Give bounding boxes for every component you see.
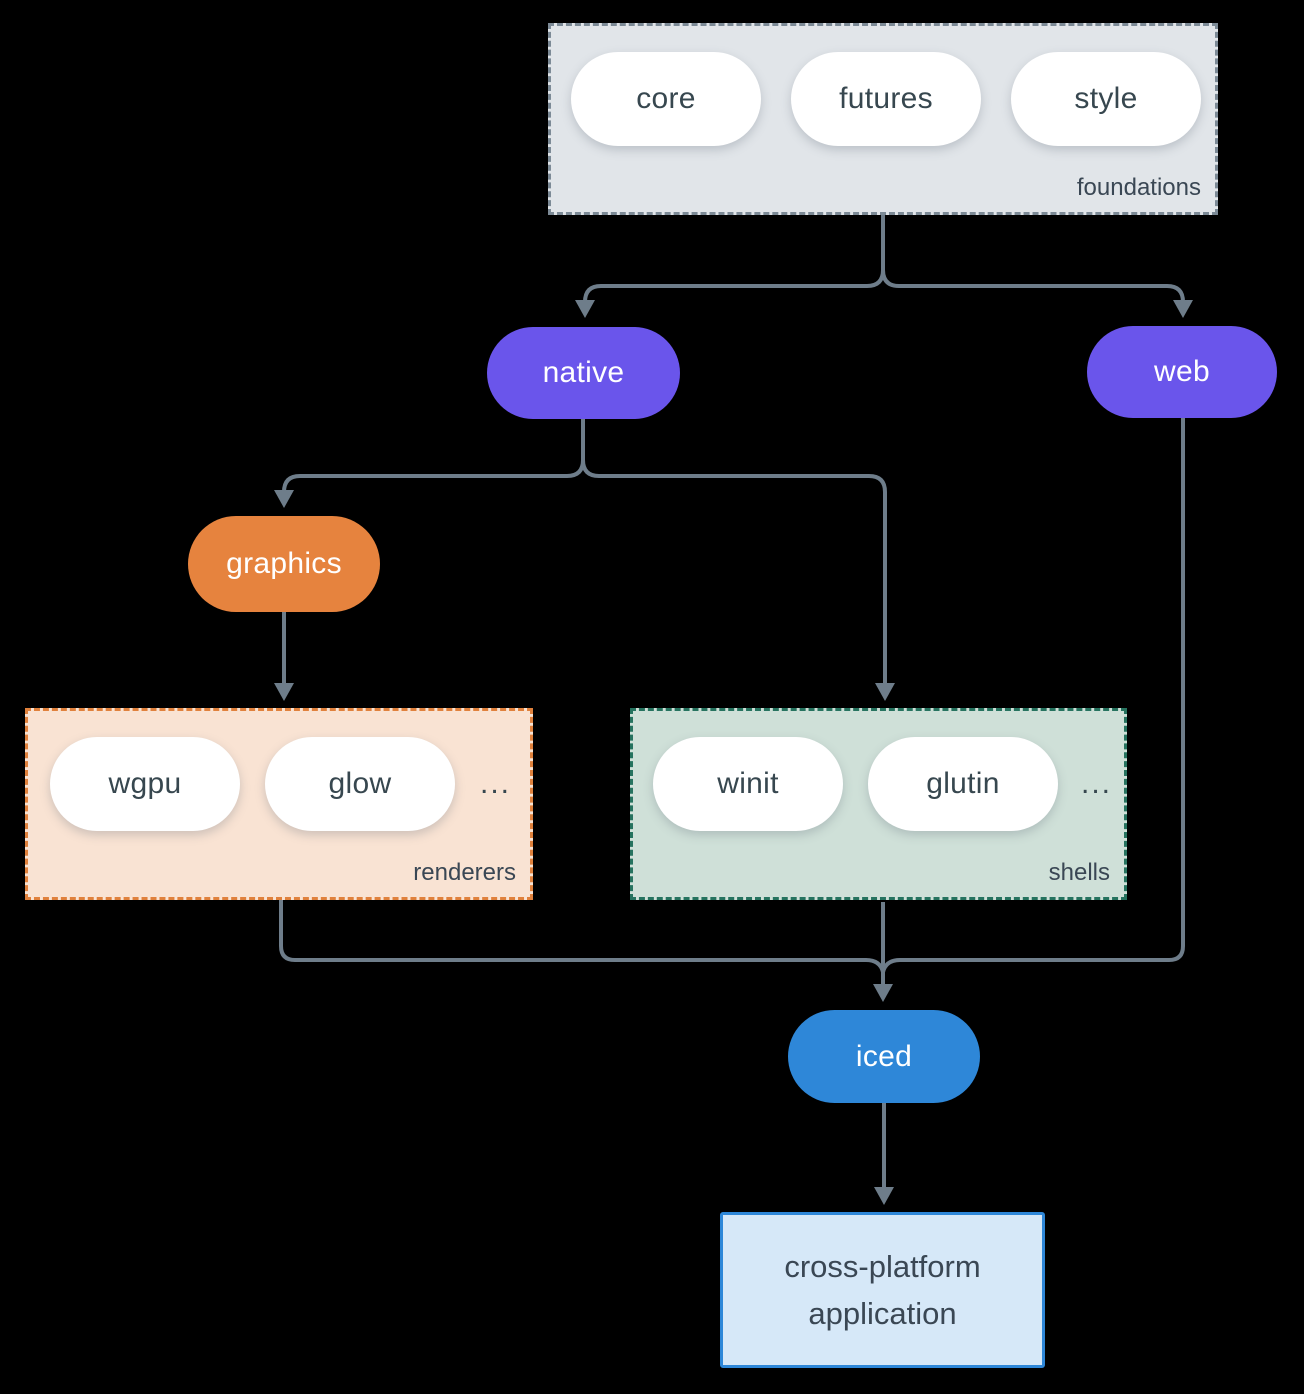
node-native-label: native	[542, 356, 625, 389]
node-glow-label: glow	[328, 767, 392, 800]
node-glutin-label: glutin	[926, 767, 1000, 800]
node-graphics: graphics	[188, 516, 380, 612]
node-winit-label: winit	[717, 767, 779, 800]
group-foundations: core futures style foundations	[548, 23, 1218, 215]
edge-native-graphics	[282, 419, 585, 493]
group-renderers: wgpu glow ... renderers	[25, 708, 533, 900]
node-core-label: core	[636, 82, 696, 115]
edge-foundations-native	[583, 215, 885, 303]
edge-native-shells	[581, 419, 887, 683]
group-foundations-label: foundations	[1076, 174, 1201, 201]
node-application-line2: application	[808, 1296, 957, 1331]
node-style-label: style	[1074, 82, 1138, 115]
group-shells-label: shells	[1048, 859, 1110, 886]
arrowhead-graphics	[274, 490, 294, 508]
group-shells: winit glutin ... shells	[630, 708, 1127, 900]
node-iced: iced	[788, 1010, 980, 1103]
renderers-ellipsis: ...	[480, 767, 512, 800]
edge-foundations-web	[881, 215, 1185, 303]
group-renderers-label: renderers	[413, 859, 516, 886]
node-web: web	[1087, 326, 1277, 418]
node-native: native	[487, 327, 680, 419]
arrowhead-iced	[873, 984, 893, 1002]
node-core: core	[571, 52, 761, 146]
node-winit: winit	[653, 737, 843, 831]
node-wgpu-label: wgpu	[108, 767, 182, 800]
node-application-line1: cross-platform	[784, 1249, 981, 1284]
edge-renderers-iced	[279, 900, 885, 973]
node-application: cross-platform application	[720, 1212, 1045, 1368]
edge-web-iced	[881, 418, 1185, 973]
node-glow: glow	[265, 737, 455, 831]
arrowhead-shells	[875, 683, 895, 701]
node-iced-label: iced	[855, 1039, 913, 1073]
node-futures: futures	[791, 52, 981, 146]
node-futures-label: futures	[839, 82, 933, 115]
arrowhead-web	[1173, 300, 1193, 318]
arrowhead-native	[575, 300, 595, 318]
node-glutin: glutin	[868, 737, 1058, 831]
shells-ellipsis: ...	[1081, 767, 1113, 800]
node-web-label: web	[1154, 355, 1210, 388]
arrowhead-renderers	[274, 683, 294, 701]
node-style: style	[1011, 52, 1201, 146]
node-wgpu: wgpu	[50, 737, 240, 831]
node-graphics-label: graphics	[226, 547, 342, 580]
arrowhead-application	[874, 1187, 894, 1205]
